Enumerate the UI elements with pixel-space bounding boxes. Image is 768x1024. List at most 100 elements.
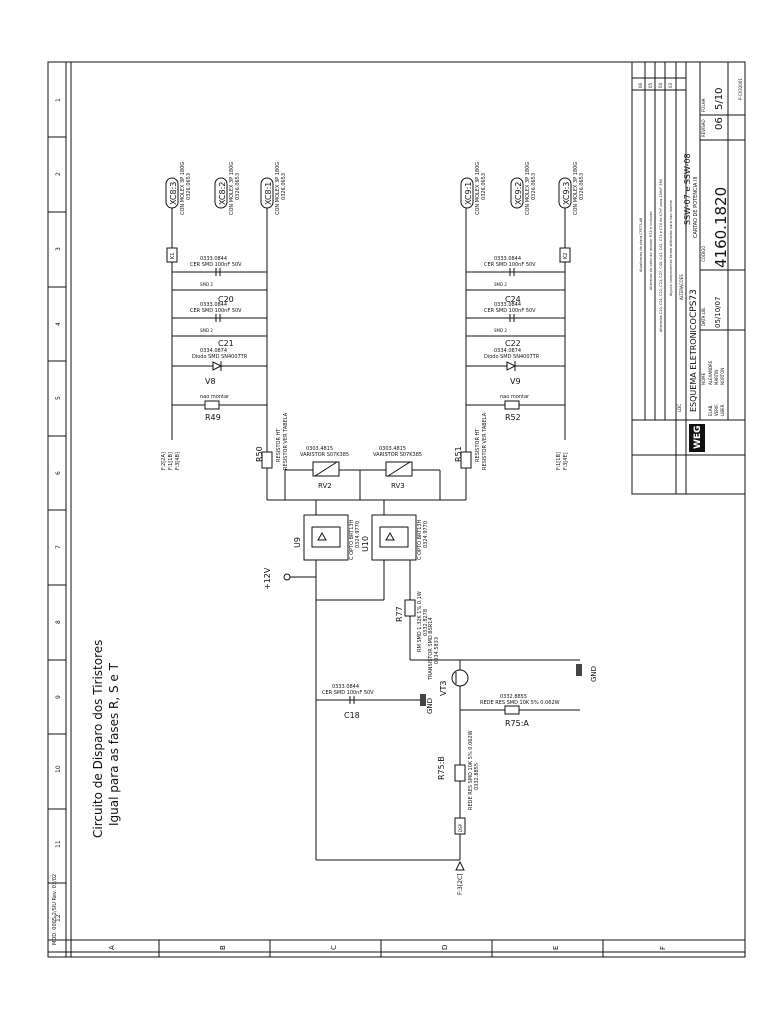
r77-code: 0332.8278	[423, 609, 429, 636]
row-letter-c: C	[330, 945, 338, 950]
tb-rev-row: Alterados C20, C21, C22, C23, C27, C40, …	[659, 178, 663, 332]
resistor-r49: nao montar R49	[200, 394, 230, 422]
tb-series: SSW-07 e SSW-08	[683, 153, 692, 225]
diode-label: Diodo SMD SN4007TR	[484, 354, 540, 360]
f-refs-right: F:1[1B] F:3[4E]	[556, 452, 569, 470]
diode-code: 0334.0874	[200, 348, 227, 354]
opto-u10: U10 C OPTO BRT13H 0324.9770	[361, 514, 429, 561]
con-code: 0326.0653	[579, 173, 585, 200]
tb-name-1: ALEXANDRE	[708, 360, 713, 385]
cap-value: CER SMD 100nF 50V	[190, 262, 242, 268]
r75b-value: REDE RES SMD 10K 5% 0.062W	[468, 730, 474, 810]
k2-box	[559, 247, 571, 263]
supply-12v-terminal	[283, 573, 291, 581]
f-ref: F:2[2A]	[161, 452, 167, 470]
tb-rev-row: 04	[658, 82, 663, 88]
opto-code: 0324.9770	[423, 521, 429, 548]
capacitor-c24: CER SMD 100nF 50V 0333.0844 SMD 2 C24	[484, 256, 536, 304]
col-number: 1	[55, 98, 62, 102]
tb-code-label: CODIGO	[701, 246, 706, 262]
input-ref: F:3[2C]	[457, 873, 464, 895]
varistor-label: VARISTOR S07K385	[300, 452, 349, 458]
gnd-label: GND	[426, 698, 434, 714]
outer-frame	[47, 61, 746, 958]
f-ref: F:3[4B]	[175, 452, 181, 470]
varistor-rv2: VARISTOR S07K385 0303.4815 RV2	[300, 446, 349, 490]
xc9-2-label: XC9:2	[514, 182, 523, 205]
diode-v8: Diodo SMD SN4007TR 0334.0874 V8	[192, 348, 248, 386]
tb-rev-row: Alteracao do valor do resistor R75 e inc…	[649, 211, 653, 290]
cap-code: 0333.0844	[494, 256, 521, 262]
gnd-top: GND	[576, 664, 598, 682]
tb-rev-row: 06	[638, 82, 643, 88]
xc9-3-label: XC9:3	[562, 182, 571, 205]
resistor-r75b: R75:B REDE RES SMD 10K 5% 0.062W 0332.88…	[437, 730, 480, 810]
con-code: 0326.0653	[235, 173, 241, 200]
diode-v9: Diodo SMD SN4007TR 0334.0874 V9	[484, 348, 540, 386]
tb-name-label: NOME	[701, 372, 706, 385]
resistor-r52: nao montar R52	[500, 394, 530, 422]
tb-subtitle: CARTAO DE POTENCIA III	[693, 177, 699, 238]
c20-label: C20	[218, 295, 234, 304]
k1-box	[166, 247, 178, 263]
k2-label: K2	[563, 253, 569, 259]
sheet-subtitle: Igual para as fases R, S e T	[107, 662, 121, 826]
con-code: 0326.0653	[186, 173, 192, 200]
tb-product: CPS73	[689, 289, 699, 318]
opto-label: C OPTO BRT13H	[349, 519, 355, 560]
transistor-vt3: VT3 TRANSISTOR SMD BSR14 0334.5833	[428, 617, 469, 696]
col-number: 9	[55, 695, 62, 699]
connector-xc9-2	[510, 177, 524, 209]
c21-label: C21	[218, 339, 234, 348]
f-ref: F:3[4E]	[563, 452, 569, 470]
xc8-3-label: XC8:3	[169, 182, 178, 205]
dsp-box	[454, 817, 466, 835]
tb-role-3: LIBER.	[720, 403, 725, 416]
zone-ticks	[48, 136, 604, 957]
transistor-label: TRANSISTOR SMD BSR14	[428, 617, 434, 681]
k1-label: K1	[170, 253, 176, 259]
tb-revisions-header: ALTERACOES	[679, 274, 684, 300]
resistor-r77: R77 RM SMD 1.32K 1% 0.1W 0332.8278	[395, 591, 429, 652]
tb-sheet-label: FOLHA	[701, 98, 706, 112]
connector-xc8-2	[214, 177, 228, 209]
r49-label: R49	[205, 413, 221, 422]
tb-role-2: VERIF.	[714, 404, 719, 416]
varistor-label: VARISTOR S07K385	[373, 452, 422, 458]
cap-value: CER SMD 100nF 50V	[322, 690, 374, 696]
xc9-1-label: XC9:1	[464, 182, 473, 205]
weg-logo	[689, 424, 705, 452]
con-code: 0326.0653	[281, 173, 287, 200]
tb-role-1: ELAB.	[708, 404, 713, 416]
row-letter-b: B	[219, 945, 227, 950]
title-block: WEG ESQUEMA ELETRONICO CPS73 SSW-07 e SS…	[631, 61, 746, 495]
cap-smd: SMD 2	[200, 328, 213, 333]
tb-name-2: MARTIN	[714, 370, 719, 385]
connectors-right: XC9:1 XC9:2 XC9:3 CON MOLEX 3P 180G 0326…	[460, 162, 585, 215]
tb-ldc: LDC	[677, 404, 682, 412]
varistor-code: 0303.4815	[379, 446, 406, 452]
c24-label: C24	[505, 295, 521, 304]
tb-drawing-number: 4160.1820	[712, 187, 730, 268]
tb-corner-code: P-CX32001	[738, 78, 743, 100]
tb-rev-row: 03	[668, 82, 673, 88]
r75b-label: R75:B	[437, 756, 446, 780]
v8-label: V8	[205, 377, 216, 386]
col-number: 2	[55, 172, 62, 176]
tb-date: 05/10/07	[714, 297, 722, 328]
capacitor-c18: CER SMD 100nF 50V 0333.0844 C18	[322, 684, 374, 720]
bottom-note: MOD. 0005-2/SIU Rev. 03/02	[52, 874, 58, 945]
cap-smd: SMD 2	[494, 328, 507, 333]
col-number: 5	[55, 396, 62, 400]
cap-smd: SMD 2	[494, 282, 507, 287]
col-number: 11	[55, 840, 62, 848]
tb-sheet: 5/10	[714, 88, 725, 110]
varistor-rv3: VARISTOR S07K385 0303.4815 RV3	[373, 446, 422, 490]
gnd-label: GND	[590, 666, 598, 682]
tb-rev-row: 05	[648, 82, 653, 88]
r50-ver: RESISTOR VER TABELA	[283, 412, 289, 470]
r51-ht: RESISTOR HT	[475, 428, 481, 462]
cap-code: 0333.0844	[200, 256, 227, 262]
con-label: CON MOLEX 3P 180G	[573, 162, 579, 215]
diode-label: Diodo SMD SN4007TR	[192, 354, 248, 360]
